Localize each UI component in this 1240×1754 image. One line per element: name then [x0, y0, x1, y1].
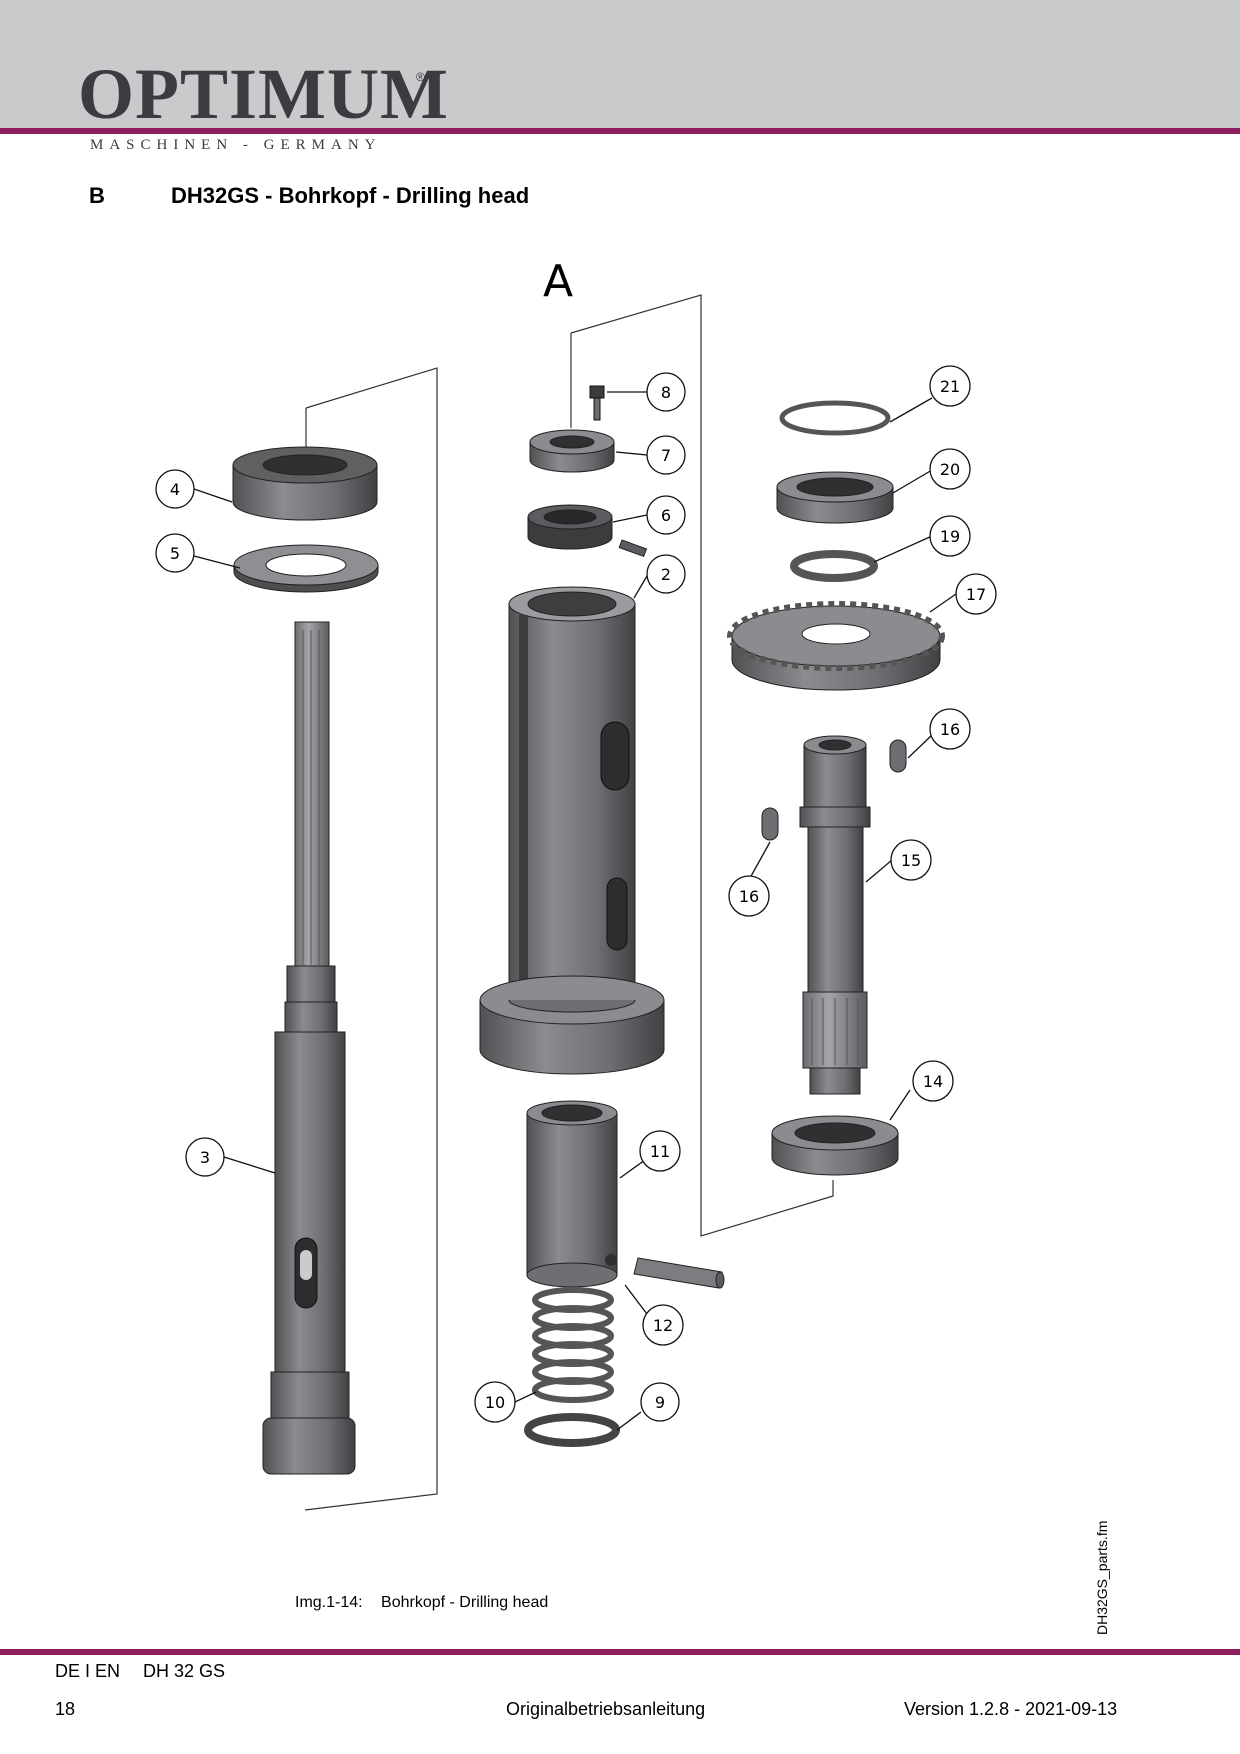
section-letter: B [89, 183, 105, 208]
part-19-ring [790, 550, 878, 582]
callout-20: 20 [929, 448, 971, 490]
callout-20-label: 20 [940, 460, 960, 479]
caption-id: Img.1-14: [295, 1594, 363, 1611]
callout-8: 8 [646, 372, 686, 412]
exploded-parts-diagram: A [155, 256, 997, 1511]
part-10-spring [532, 1287, 614, 1403]
callout-19: 19 [929, 515, 971, 557]
callout-9: 9 [640, 1382, 680, 1422]
page-number: 18 [55, 1699, 76, 1719]
callout-7: 7 [646, 435, 686, 475]
part-14-bearing [771, 1115, 899, 1176]
callout-4: 4 [155, 469, 195, 509]
callout-5: 5 [155, 533, 195, 573]
header-band [0, 0, 1240, 128]
part-20-bearing [776, 471, 894, 524]
callout-10: 10 [474, 1381, 516, 1423]
callout-11-label: 11 [650, 1142, 670, 1161]
callout-7-label: 7 [661, 446, 671, 465]
callout-3: 3 [185, 1137, 225, 1177]
part-9-ring [524, 1413, 620, 1447]
section-title: DH32GS - Bohrkopf - Drilling head [171, 183, 530, 208]
callout-15-label: 15 [901, 851, 921, 870]
part-17-gear [727, 601, 945, 691]
part-11-sleeve [526, 1100, 618, 1288]
callout-9-label: 9 [655, 1393, 665, 1412]
callout-17: 17 [955, 573, 997, 615]
part-6-bearing [527, 504, 648, 558]
callout-3-label: 3 [200, 1148, 210, 1167]
part-3-spindle [262, 621, 356, 1475]
callout-4-label: 4 [170, 480, 180, 499]
group-label-a: A [543, 256, 573, 307]
callout-21-label: 21 [940, 377, 960, 396]
part-2-quill [479, 586, 665, 1075]
logo-subtitle: MASCHINEN - GERMANY [90, 137, 382, 153]
part-16-key-lower [761, 807, 779, 841]
registered-mark: ® [416, 70, 425, 84]
callout-6-label: 6 [661, 506, 671, 525]
part-21-circlip [779, 400, 891, 436]
header-rule [0, 128, 1240, 134]
part-12-pin [633, 1257, 725, 1289]
callout-14-label: 14 [923, 1072, 943, 1091]
callout-2: 2 [646, 554, 686, 594]
callout-14: 14 [912, 1060, 954, 1102]
callout-10-label: 10 [485, 1393, 505, 1412]
footer-version: Version 1.2.8 - 2021-09-13 [904, 1699, 1118, 1719]
figure-caption: Img.1-14: Bohrkopf - Drilling head [295, 1594, 548, 1612]
footer-rule [0, 1649, 1240, 1655]
callout-19-label: 19 [940, 527, 960, 546]
footer-document-type: Originalbetriebsanleitung [506, 1699, 706, 1719]
callout-12: 12 [642, 1304, 684, 1346]
callout-16-lower: 16 [728, 875, 770, 917]
callout-21: 21 [929, 365, 971, 407]
caption-text: Bohrkopf - Drilling head [381, 1594, 549, 1611]
footer-language: DE I EN [55, 1661, 121, 1681]
part-16-key-upper [889, 739, 907, 773]
callout-17-label: 17 [966, 585, 986, 604]
callout-8-label: 8 [661, 383, 671, 402]
optimum-logo: OPTIMUM [78, 54, 449, 134]
part-8-screw [589, 385, 605, 421]
footer-model: DH 32 GS [143, 1661, 226, 1681]
side-filename: DH32GS_parts.fm [1094, 1520, 1110, 1635]
callout-5-label: 5 [170, 544, 180, 563]
callout-6: 6 [646, 495, 686, 535]
callout-16-upper-label: 16 [940, 720, 960, 739]
callout-11: 11 [639, 1130, 681, 1172]
part-5-washer [233, 544, 379, 593]
group-frame-lines [304, 294, 834, 1511]
part-7-collar [529, 429, 615, 473]
callout-16-lower-label: 16 [739, 887, 759, 906]
callout-15: 15 [890, 839, 932, 881]
part-15-shaft [799, 735, 871, 1095]
leader-lines [193, 391, 957, 1431]
callout-2-label: 2 [661, 565, 671, 584]
part-4-bearing [232, 446, 378, 521]
callout-16-upper: 16 [929, 708, 971, 750]
callout-12-label: 12 [653, 1316, 673, 1335]
